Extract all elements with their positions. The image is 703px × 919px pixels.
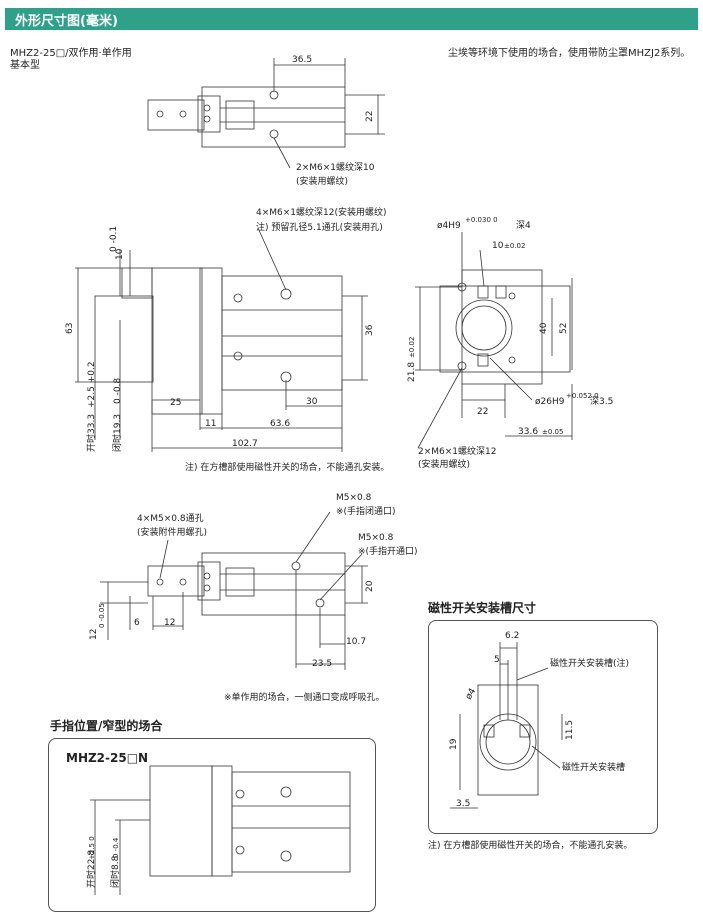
- narrow-close: 闭时8.8: [109, 855, 121, 888]
- dust-note: 尘埃等环境下使用的场合，使用带防尘罩MHZJ2系列。: [448, 48, 691, 59]
- v2-dim-36: 36: [365, 324, 375, 336]
- ev-dim-218: 21.8: [407, 362, 417, 382]
- v2-dim-63: 63: [65, 323, 75, 334]
- v3-m5-use: (安装附件用螺孔): [137, 526, 207, 538]
- v2-dim-636: 63.6: [270, 419, 290, 429]
- v1-dim-width: 36.5: [292, 55, 312, 65]
- ev-bore: ø26H9: [535, 397, 565, 407]
- sw-dim-115: 11.5: [565, 720, 575, 740]
- model-title: MHZ2-25□/双作用·单作用: [10, 48, 132, 59]
- v2-dim-top: 10: [115, 248, 125, 260]
- ev-dim-52: 52: [559, 323, 569, 334]
- v2-dim-30: 30: [306, 397, 318, 407]
- narrow-open-tol: +2.5 0: [88, 836, 96, 860]
- v1-dim-height: 22: [365, 111, 375, 122]
- v3-port1-use: ※(手指闭通口): [336, 505, 396, 517]
- ev-dim-40: 40: [539, 322, 549, 334]
- switch-frame: [428, 620, 658, 834]
- ev-dim-22: 22: [477, 407, 488, 417]
- v1-thread-use: (安装用螺纹): [296, 175, 348, 187]
- narrow-close-tol: 0 -0.4: [112, 837, 120, 858]
- narrow-open: 开时22.8: [85, 850, 97, 888]
- v3-dim-12b: 12: [164, 618, 175, 628]
- v2-close: 闭时19.3: [111, 414, 123, 452]
- section-title: 外形尺寸图(毫米): [15, 14, 118, 29]
- v2-thread-note: 注) 预留孔径5.1通孔(安装用孔): [256, 221, 383, 233]
- v3-note: ※单作用的场合，一侧通口变成呼吸孔。: [224, 691, 385, 703]
- v2-dim-top-tol: 0 -0.1: [109, 226, 119, 252]
- ev-dim-218-tol: ±0.02: [408, 337, 416, 358]
- v3-dim-20: 20: [365, 580, 375, 592]
- sw-dim-4: ø4: [464, 687, 478, 702]
- v3-dim-6: 6: [134, 618, 140, 628]
- ev-hole-depth: 深4: [516, 220, 531, 231]
- switch-note: 注) 在方槽部使用磁性开关的场合，不能通孔安装。: [428, 841, 633, 851]
- narrow-title: 手指位置/窄型的场合: [50, 719, 163, 733]
- ev-thread-use: (安装用螺纹): [418, 458, 470, 470]
- ev-bore-depth: 深3.5: [590, 396, 613, 407]
- v3-port2-use: ※(手指开通口): [358, 545, 418, 557]
- v3-dim-107: 10.7: [346, 637, 366, 647]
- ev-thread: 2×M6×1螺纹深12: [418, 445, 496, 457]
- ev-hole-tol: +0.030 0: [465, 216, 498, 224]
- v3-port1: M5×0.8: [336, 493, 372, 503]
- sw-dim-35: 3.5: [456, 799, 470, 809]
- switch-title: 磁性开关安装槽尺寸: [428, 601, 537, 615]
- section-header: 外形尺寸图(毫米): [5, 8, 698, 30]
- ev-dim-10: 10: [492, 241, 504, 251]
- model-subtitle: 基本型: [10, 60, 40, 71]
- narrow-frame: [48, 738, 376, 912]
- sw-slot: 磁性开关安装槽: [562, 761, 625, 773]
- v2-open: 开时33.3: [85, 414, 97, 452]
- v2-thread: 4×M6×1螺纹深12(安装用螺纹): [256, 206, 387, 218]
- sw-slot-note: 磁性开关安装槽(注): [550, 657, 629, 669]
- ev-dim-336: 33.6: [518, 427, 538, 437]
- v3-dim-12: 12: [89, 629, 99, 640]
- v2-note: 注) 在方槽部使用磁性开关的场合，不能通孔安装。: [185, 461, 389, 473]
- v2-close-tol: 0 -0.8: [113, 378, 123, 404]
- sw-dim-5: 5: [494, 655, 500, 665]
- v1-thread: 2×M6×1螺纹深10: [296, 161, 375, 173]
- v1-body: [201, 86, 346, 148]
- ev-hole: ø4H9: [437, 221, 461, 231]
- ev-dim-336-tol: ±0.05: [542, 428, 563, 436]
- ev-dim-10-tol: ±0.02: [504, 242, 525, 250]
- sw-dim-62: 6.2: [505, 631, 519, 641]
- v2-open-tol: +2.5 +0.2: [87, 361, 97, 408]
- v2-dim-1027: 102.7: [232, 439, 258, 449]
- v3-m5-holes: 4×M5×0.8通孔: [137, 513, 204, 524]
- sw-dim-19: 19: [449, 738, 459, 750]
- ev-bore-tol: +0.052 0: [566, 392, 599, 400]
- v3-port2: M5×0.8: [358, 533, 394, 543]
- v2-dim-25: 25: [170, 398, 181, 408]
- v3-dim-12-tol: 0 -0.05: [98, 603, 106, 628]
- narrow-model: MHZ2-25□N: [66, 751, 149, 765]
- v2-dim-11: 11: [205, 419, 216, 429]
- v3-dim-235: 23.5: [312, 659, 332, 669]
